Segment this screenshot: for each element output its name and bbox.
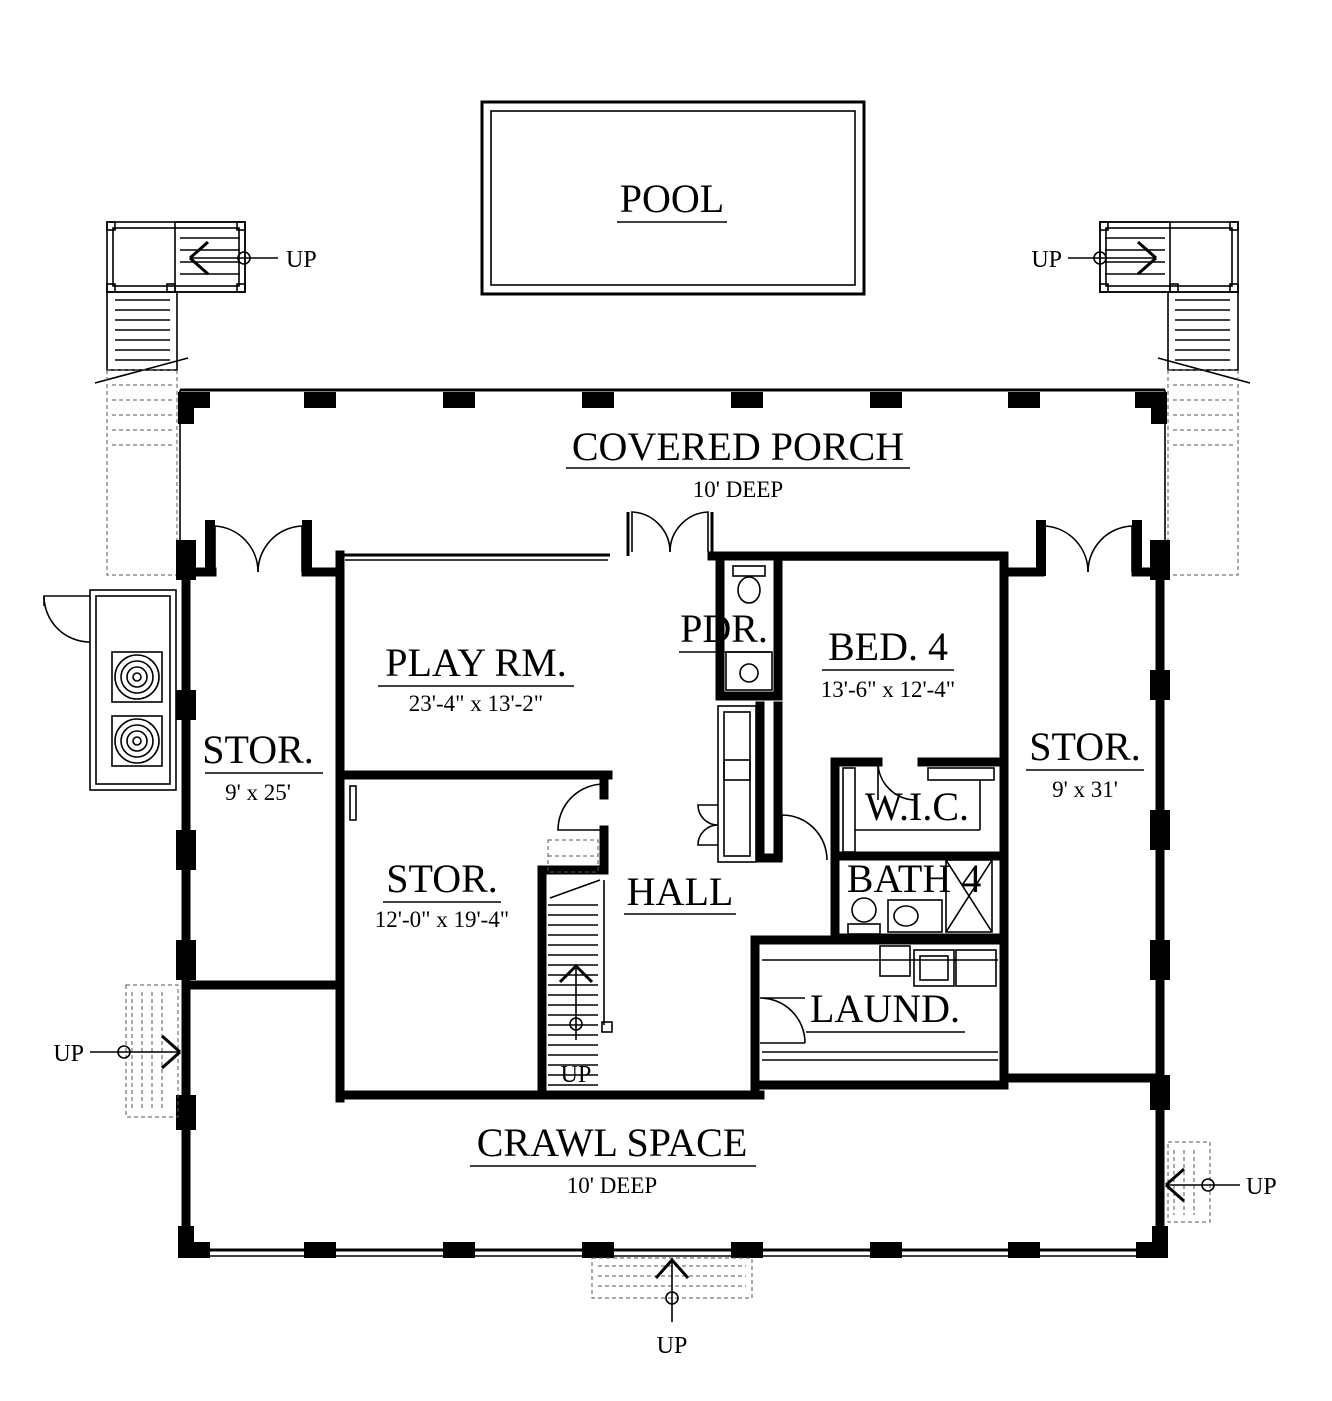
- stor-mid-door: [557, 783, 605, 831]
- bath4-label: BATH 4: [847, 856, 981, 901]
- up-arrow-right-icon: [1165, 1167, 1185, 1203]
- pool[interactable]: POOL: [480, 100, 866, 296]
- landing-top-right: [1099, 221, 1239, 293]
- hall-label: HALL: [627, 869, 734, 914]
- stair-treads-interior: [548, 904, 598, 1086]
- ac-unit-2-icon: [111, 715, 163, 767]
- powder-label: PDR.: [680, 606, 768, 651]
- stair-treads-top-right: [1175, 299, 1230, 361]
- door-right-b: [1087, 525, 1133, 573]
- room-powder[interactable]: PDR.: [679, 551, 783, 701]
- pool-inner-edge: [490, 110, 856, 286]
- shower-icon: [945, 859, 993, 933]
- stair-top-right[interactable]: UP: [1031, 221, 1251, 576]
- stair-below-top-right: [1167, 369, 1239, 576]
- door-left-a: [214, 525, 259, 573]
- room-laundry[interactable]: LAUND.: [759, 945, 998, 1061]
- exterior-walls: [176, 512, 1170, 1258]
- room-play[interactable]: PLAY RM. 23'-4" x 13'-2": [340, 640, 613, 800]
- covered-porch-depth: 10' DEEP: [693, 477, 783, 502]
- up-arrow-left-icon: [161, 1034, 181, 1070]
- room-bed4[interactable]: BED. 4 13'-6" x 12'-4": [781, 559, 998, 861]
- door-right-a: [1044, 525, 1089, 573]
- stor-left-dims: 9' x 25': [225, 780, 291, 805]
- room-stor-right[interactable]: STOR. 9' x 31': [1026, 724, 1144, 802]
- stair-right[interactable]: UP: [1165, 1141, 1277, 1223]
- play-room-label: PLAY RM.: [385, 640, 567, 685]
- bed4-dims: 13'-6" x 12'-4": [821, 677, 955, 702]
- up-label-top-left: UP: [286, 247, 317, 273]
- room-stor-left[interactable]: STOR. 9' x 25': [202, 727, 323, 805]
- up-label-interior: UP: [561, 1062, 592, 1088]
- up-arrow-top-left-icon: [189, 240, 209, 276]
- sink-bath4-icon: [887, 899, 943, 933]
- room-hall[interactable]: HALL: [624, 869, 1005, 1093]
- stair-bottom[interactable]: UP: [591, 1257, 753, 1359]
- pool-label: POOL: [620, 176, 724, 221]
- washer-icon: [913, 949, 955, 987]
- stair-below-top-left: [106, 369, 178, 576]
- stair-left[interactable]: UP: [53, 984, 181, 1118]
- break-line-top-left: [94, 357, 189, 384]
- hall-sink-icon: [723, 759, 751, 781]
- room-stor-mid[interactable]: STOR. 12'-0" x 19'-4": [349, 783, 609, 932]
- stair-treads-top-left: [115, 299, 170, 361]
- stor-right-dims: 9' x 31': [1052, 777, 1118, 802]
- stair-interior[interactable]: UP: [537, 839, 613, 1095]
- ac-pad-door: [43, 595, 91, 643]
- pool-outer-edge: [480, 100, 866, 296]
- crawl-space-label: CRAWL SPACE: [477, 1120, 748, 1165]
- bed4-label: BED. 4: [828, 624, 948, 669]
- crawl-space[interactable]: CRAWL SPACE 10' DEEP: [470, 1120, 756, 1198]
- up-label-right: UP: [1246, 1174, 1277, 1200]
- laundry-door: [759, 997, 806, 1044]
- hall-closet[interactable]: [697, 701, 783, 863]
- bed4-door: [781, 814, 828, 861]
- up-arrow-top-right-icon: [1137, 240, 1157, 276]
- stor-mid-label: STOR.: [386, 856, 498, 901]
- stair-top-left[interactable]: UP: [94, 221, 317, 576]
- door-center-a: [631, 511, 671, 553]
- wic-label: W.I.C.: [865, 784, 969, 829]
- room-wic[interactable]: W.I.C.: [830, 757, 1005, 940]
- covered-porch-label: COVERED PORCH: [572, 424, 904, 469]
- ac-unit-1-icon: [111, 651, 163, 703]
- wic-door: [877, 761, 917, 801]
- stor-left-label: STOR.: [202, 727, 314, 772]
- toilet-bath4-icon: [847, 897, 881, 935]
- porch-doors[interactable]: [214, 511, 1133, 573]
- stor-mid-dims: 12'-0" x 19'-4": [375, 907, 509, 932]
- porch-columns: [178, 392, 1167, 424]
- landing-top-left: [106, 221, 246, 293]
- sink-pdr-icon: [725, 651, 773, 691]
- play-room-dims: 23'-4" x 13'-2": [409, 691, 543, 716]
- up-label-top-right: UP: [1031, 247, 1062, 273]
- ac-pad[interactable]: [43, 589, 177, 791]
- toilet-pdr-icon: [732, 565, 766, 604]
- room-bath4[interactable]: BATH 4: [830, 851, 1005, 937]
- stor-right-label: STOR.: [1029, 724, 1141, 769]
- crawl-space-depth: 10' DEEP: [567, 1173, 657, 1198]
- up-label-left: UP: [53, 1041, 84, 1067]
- covered-porch[interactable]: COVERED PORCH 10' DEEP: [178, 388, 1167, 575]
- door-left-b: [257, 525, 303, 573]
- laundry-label: LAUND.: [810, 986, 960, 1031]
- up-label-bottom: UP: [657, 1333, 688, 1359]
- laundry-sink-icon: [879, 945, 911, 977]
- dryer-icon: [955, 949, 997, 987]
- door-center-b: [669, 511, 709, 553]
